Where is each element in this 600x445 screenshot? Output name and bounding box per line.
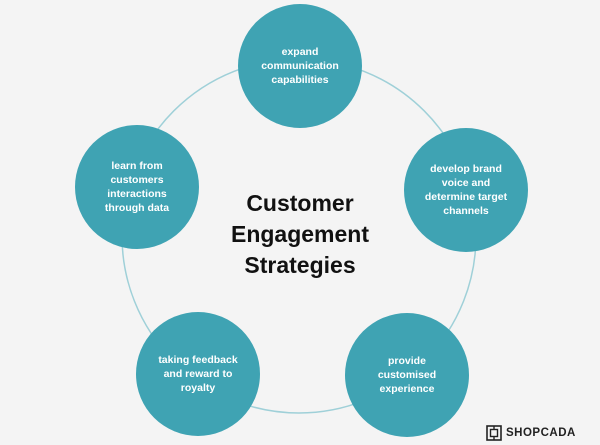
strategy-label: develop brand voice and determine target… [424,162,508,218]
strategy-node-feedback-reward: taking feedback and reward to royalty [136,312,260,436]
strategy-node-customised-experience: provide customised experience [345,313,469,437]
strategy-node-learn-from-data: learn from customers interactions throug… [75,125,199,249]
strategy-node-expand-communication: expand communication capabilities [238,4,362,128]
shopcada-logo-icon [486,425,502,441]
brand-name: SHOPCADA [506,427,576,439]
strategy-node-brand-voice: develop brand voice and determine target… [404,128,528,252]
strategy-label: learn from customers interactions throug… [104,159,170,215]
brand-logo: SHOPCADA [486,424,576,442]
diagram-title: Customer Engagement Strategies [230,190,370,278]
strategy-label: taking feedback and reward to royalty [158,353,238,395]
strategy-label: expand communication capabilities [261,45,339,87]
strategy-label: provide customised experience [377,354,437,396]
